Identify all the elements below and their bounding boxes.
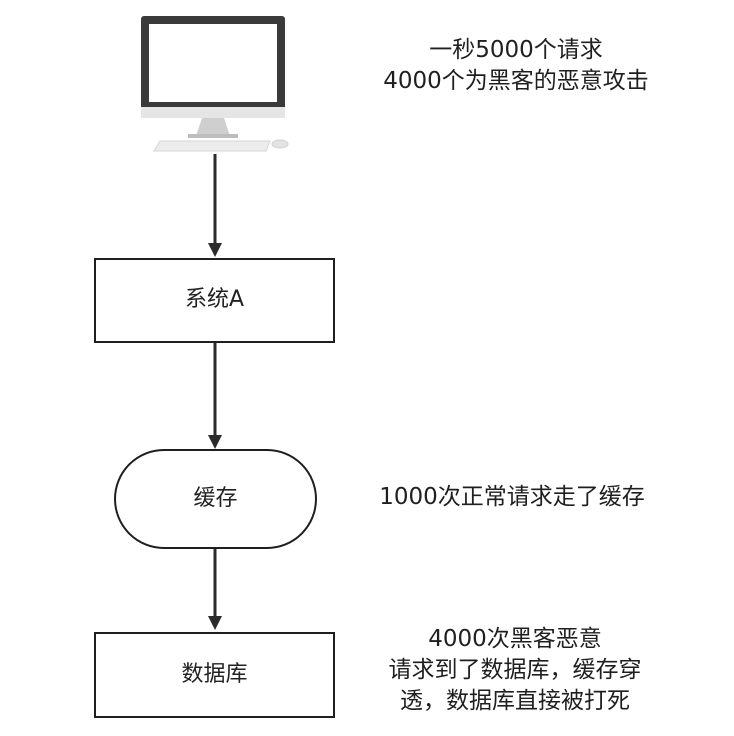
penetration-note-line-3: 透，数据库直接被打死: [400, 688, 630, 714]
mouse: [271, 139, 289, 149]
penetration-note: 4000次黑客恶意 请求到了数据库，缓存穿 透，数据库直接被打死: [360, 624, 670, 717]
monitor-stand: [196, 118, 230, 136]
traffic-note-line-2: 4000个为黑客的恶意攻击: [383, 68, 649, 94]
system-box: [94, 258, 335, 343]
monitor-chin: [141, 107, 285, 118]
monitor-screen: [149, 24, 277, 102]
cache-hit-note-line-1: 1000次正常请求走了缓存: [379, 484, 645, 510]
desktop-computer-icon: [141, 16, 289, 152]
system-label: 系统A: [184, 287, 245, 312]
penetration-note-line-1: 4000次黑客恶意: [428, 626, 602, 652]
database-label: 数据库: [181, 662, 248, 687]
cache-label: 缓存: [193, 486, 238, 511]
penetration-note-line-2: 请求到了数据库，缓存穿: [388, 657, 642, 683]
cache-hit-note: 1000次正常请求走了缓存: [356, 482, 668, 513]
database-box: [94, 632, 335, 718]
cache-box: [114, 449, 317, 549]
traffic-note-line-1: 一秒5000个请求: [429, 37, 603, 63]
keyboard: [153, 140, 271, 152]
traffic-note: 一秒5000个请求 4000个为黑客的恶意攻击: [336, 35, 696, 97]
monitor-base: [188, 134, 238, 138]
